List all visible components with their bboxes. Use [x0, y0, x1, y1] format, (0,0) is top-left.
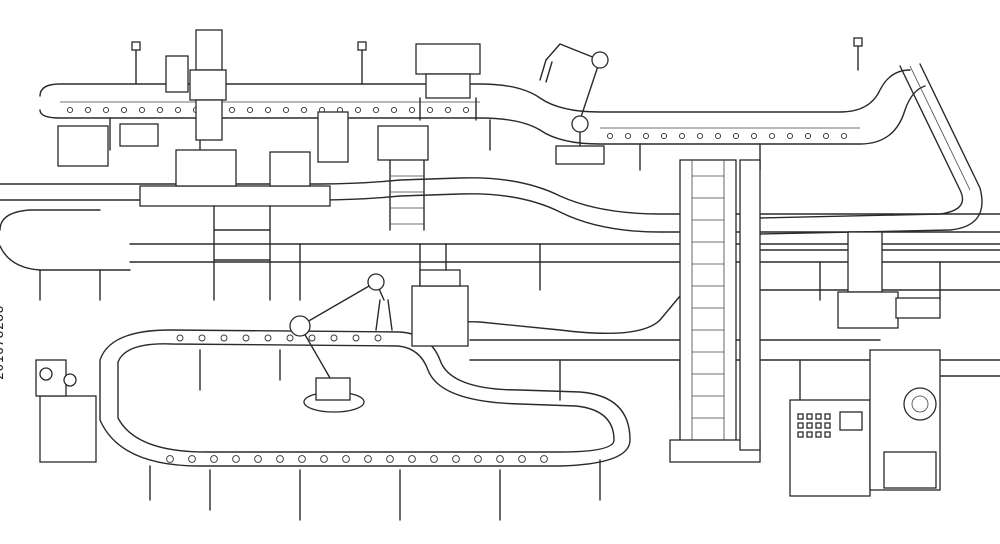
middle-conveyor: [0, 177, 1000, 301]
cabinet-button: [824, 413, 831, 420]
roller: [496, 455, 504, 463]
roller: [282, 106, 290, 114]
stock-id-label: 201678288: [0, 305, 7, 380]
roller: [696, 132, 704, 140]
center-machine: [411, 243, 469, 347]
robot-arm-top: [539, 43, 609, 165]
roller: [660, 132, 668, 140]
roller: [120, 106, 128, 114]
roller: [390, 106, 398, 114]
front-s-conveyor: [99, 295, 681, 521]
tank-machine: [837, 231, 941, 329]
cabinet-button: [806, 422, 813, 429]
roller: [840, 132, 848, 140]
roller: [642, 132, 650, 140]
roller: [474, 455, 482, 463]
roller: [342, 455, 350, 463]
roller: [462, 106, 470, 114]
right-incline-conveyor: [739, 63, 1000, 291]
roller: [210, 455, 218, 463]
control-cabinet: [789, 349, 941, 497]
roller: [102, 106, 110, 114]
roller: [624, 132, 632, 140]
dispenser-unit: [35, 359, 97, 463]
roller: [138, 106, 146, 114]
cabinet-button: [797, 431, 804, 438]
roller: [176, 334, 184, 342]
roller: [228, 106, 236, 114]
roller: [714, 132, 722, 140]
roller: [166, 455, 174, 463]
cabinet-button: [824, 431, 831, 438]
cabinet-button: [806, 431, 813, 438]
cabinet-button: [815, 413, 822, 420]
roller: [750, 132, 758, 140]
cabinet-button: [806, 413, 813, 420]
roller: [426, 106, 434, 114]
roller: [606, 132, 614, 140]
roller: [678, 132, 686, 140]
roller: [174, 106, 182, 114]
roller: [254, 455, 262, 463]
roller: [822, 132, 830, 140]
roller: [298, 455, 306, 463]
cabinet-button: [815, 431, 822, 438]
ladder: [377, 125, 429, 231]
roller: [264, 334, 272, 342]
vertical-lift-tower: [669, 159, 761, 463]
roller: [540, 455, 548, 463]
roller: [198, 334, 206, 342]
roller: [156, 106, 164, 114]
roller: [786, 132, 794, 140]
roller: [430, 455, 438, 463]
robot-arm-front: [289, 273, 393, 413]
roller: [66, 106, 74, 114]
roller: [352, 334, 360, 342]
cabinet-button: [824, 422, 831, 429]
roller: [408, 106, 416, 114]
roller: [364, 455, 372, 463]
roller: [220, 334, 228, 342]
roller: [408, 455, 416, 463]
signal-poles: [131, 37, 863, 85]
roller: [732, 132, 740, 140]
cabinet-button: [797, 413, 804, 420]
motor-unit: [165, 29, 227, 141]
roller: [444, 106, 452, 114]
roller: [264, 106, 272, 114]
roller: [242, 334, 250, 342]
roller: [374, 334, 382, 342]
roller: [768, 132, 776, 140]
roller: [518, 455, 526, 463]
roller: [372, 106, 380, 114]
cabinet-button: [797, 422, 804, 429]
roller: [452, 455, 460, 463]
roller: [320, 455, 328, 463]
roller: [386, 455, 394, 463]
roller: [300, 106, 308, 114]
roller: [188, 455, 196, 463]
roller: [232, 455, 240, 463]
press-machine: [415, 43, 481, 121]
roller: [354, 106, 362, 114]
cabinet-button: [815, 422, 822, 429]
roller: [804, 132, 812, 140]
roller: [276, 455, 284, 463]
left-platform-machines: [57, 111, 349, 301]
roller: [330, 334, 338, 342]
roller: [308, 334, 316, 342]
roller: [246, 106, 254, 114]
roller: [84, 106, 92, 114]
roller: [286, 334, 294, 342]
